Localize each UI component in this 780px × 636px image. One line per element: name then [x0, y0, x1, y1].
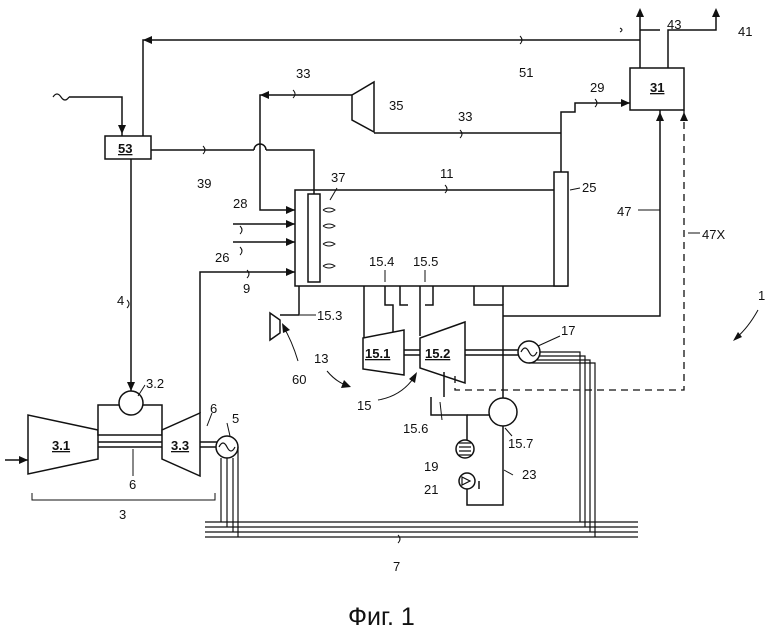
label-47: 47: [617, 204, 631, 219]
label-29: 29: [590, 80, 604, 95]
label-19: 19: [424, 459, 438, 474]
compressor-35: [352, 82, 374, 132]
label-39: 39: [197, 176, 211, 191]
label-15-4: 15.4: [369, 254, 394, 269]
label-17: 17: [561, 323, 575, 338]
label-11: 11: [440, 166, 454, 181]
label-43: 43: [667, 17, 681, 32]
label-15-7: 15.7: [508, 436, 533, 451]
label-51: 51: [519, 65, 533, 80]
label-4: 4: [117, 293, 124, 308]
figure-caption: Фиг. 1: [348, 603, 415, 631]
label-3-1: 3.1: [52, 438, 70, 453]
group-bracket-3: [32, 493, 215, 500]
label-3-2: 3.2: [146, 376, 164, 391]
label-23: 23: [522, 467, 536, 482]
label-37: 37: [331, 170, 345, 185]
label-9: 9: [243, 281, 250, 296]
label-28: 28: [233, 196, 247, 211]
burner-element-37: [308, 194, 320, 282]
label-53: 53: [118, 141, 132, 156]
label-1: 1: [758, 288, 765, 303]
label-15-1: 15.1: [365, 346, 390, 361]
label-6a: 6: [210, 401, 217, 416]
label-6b: 6: [129, 477, 136, 492]
label-41: 41: [738, 24, 752, 39]
label-3: 3: [119, 507, 126, 522]
label-47x: 47X: [702, 227, 725, 242]
label-3-3: 3.3: [171, 438, 189, 453]
label-35: 35: [389, 98, 403, 113]
label-33b: 33: [458, 109, 472, 124]
expander-60: [270, 313, 280, 340]
label-25: 25: [582, 180, 596, 195]
label-7: 7: [393, 559, 400, 574]
label-5: 5: [232, 411, 239, 426]
label-15-3: 15.3: [317, 308, 342, 323]
label-26: 26: [215, 250, 229, 265]
label-21: 21: [424, 482, 438, 497]
label-15-5: 15.5: [413, 254, 438, 269]
label-15-6: 15.6: [403, 421, 428, 436]
label-13: 13: [314, 351, 328, 366]
label-33a: 33: [296, 66, 310, 81]
heat-exchanger-25: [554, 172, 568, 286]
condenser-15-7: [489, 398, 517, 426]
label-31: 31: [650, 80, 664, 95]
label-15-2: 15.2: [425, 346, 450, 361]
main-vessel-11: [295, 190, 567, 286]
label-60: 60: [292, 372, 306, 387]
electrical-bus-7: [205, 352, 638, 537]
label-15: 15: [357, 398, 371, 413]
